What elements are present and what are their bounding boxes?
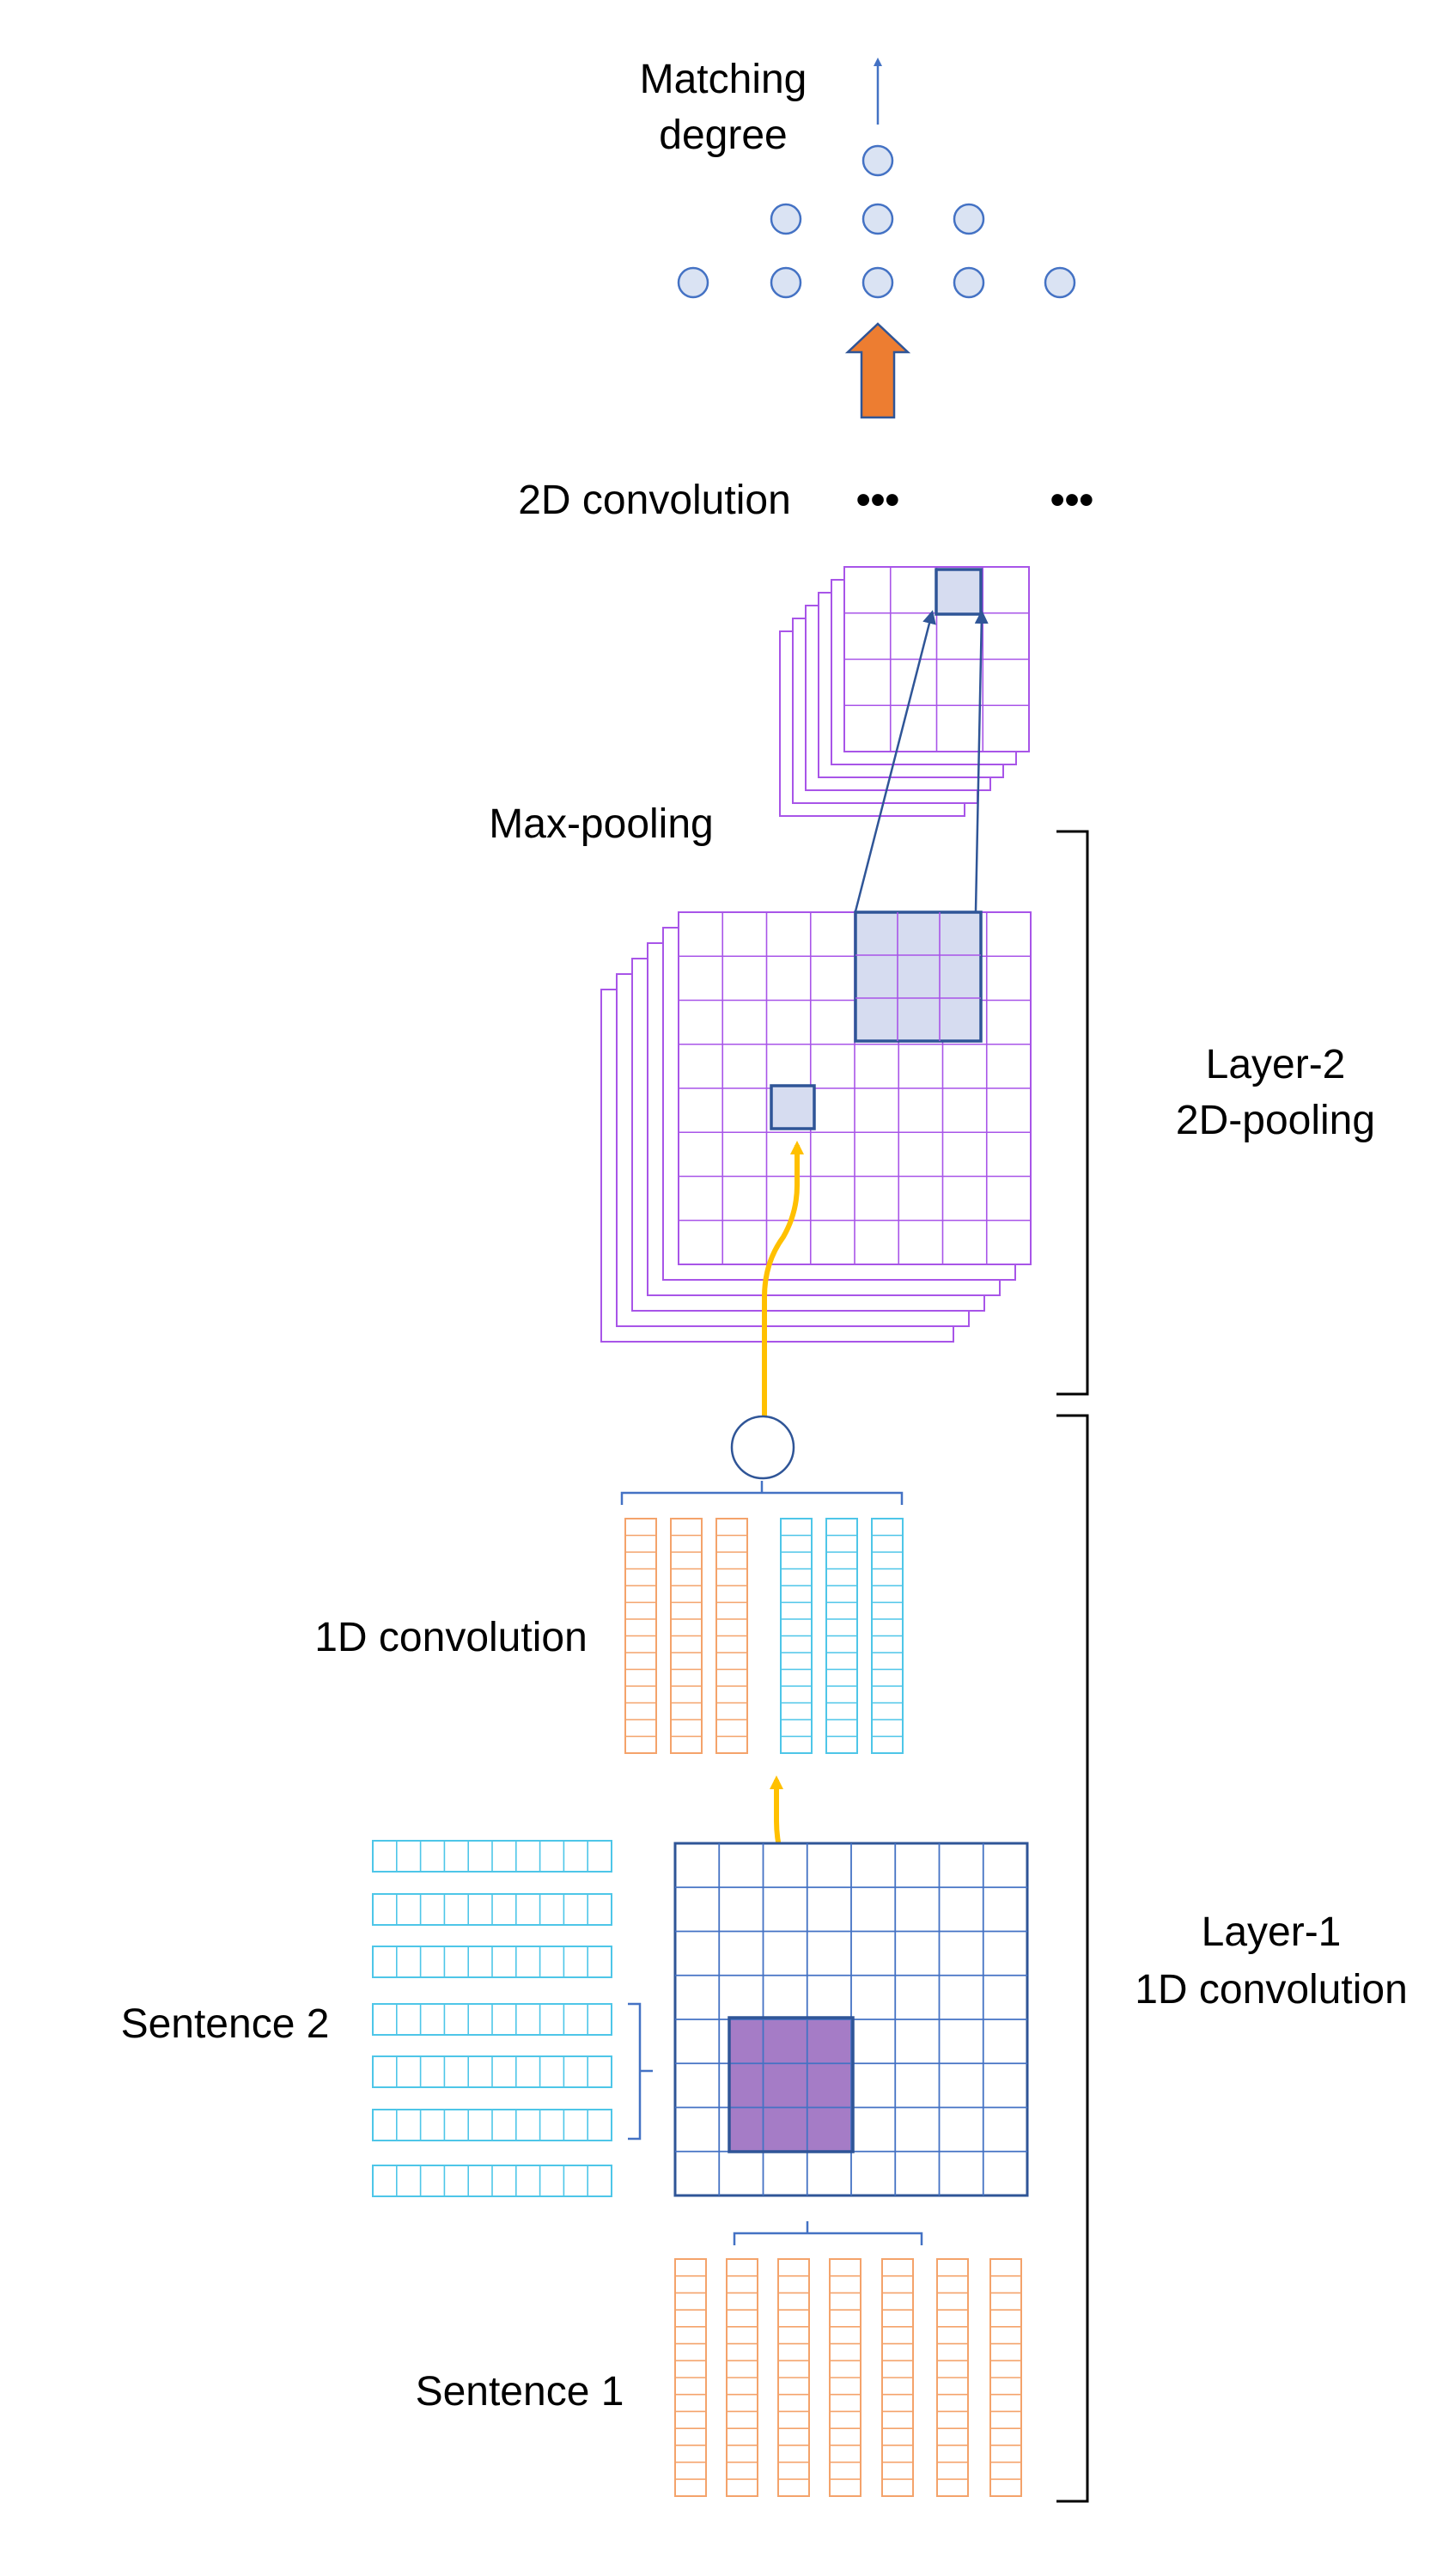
max-pooling-label: Max-pooling [489, 801, 713, 847]
sentence1-word-column [989, 2258, 1022, 2497]
pooling-window-highlight [854, 910, 983, 1043]
conv1d-brace [620, 1481, 904, 1505]
conv1d-cyan-column [780, 1518, 813, 1754]
gold-arrow-layer2 [762, 1141, 804, 1417]
sentence1-word-column [674, 2258, 707, 2497]
matching-degree-label-line2: degree [659, 113, 787, 158]
conv1d-label: 1D convolution [314, 1615, 588, 1660]
sentence2-word-row [372, 1893, 612, 1926]
interaction-matrix [673, 1842, 1029, 2197]
sentence1-word-column [829, 2258, 861, 2497]
output-layer [677, 58, 1076, 419]
output-node [953, 266, 985, 299]
output-node [770, 266, 802, 299]
convolution-feature-maps [600, 910, 1032, 1343]
sentence2-word-row [372, 1840, 612, 1873]
output-node [861, 144, 894, 177]
conv1d-orange-column [624, 1518, 657, 1754]
pooled-cell-highlight [935, 568, 983, 616]
sentence2-brace [628, 2002, 653, 2141]
conv-window-fill [729, 2018, 853, 2152]
sentence2-word-row [372, 2003, 612, 2036]
output-node [770, 203, 802, 235]
sentence1-word-column [936, 2258, 969, 2497]
layer2-bracket [1056, 830, 1089, 1396]
output-node [861, 266, 894, 299]
sentence1-word-column [881, 2258, 914, 2497]
sentence2-word-row [372, 1946, 612, 1978]
sentence2-word-row [372, 2109, 612, 2141]
conv-window-border [728, 2016, 855, 2153]
sentence2-word-vectors [372, 1840, 612, 2197]
conv1d-orange-column [670, 1518, 703, 1754]
conv1d-output-columns [624, 1518, 904, 1754]
pooling-arrow-right [974, 610, 989, 912]
pooling-arrow-left [854, 610, 936, 912]
ellipsis-2: ••• [1050, 478, 1093, 523]
output-node [953, 203, 985, 235]
combination-node [730, 1415, 795, 1480]
output-node [1044, 266, 1076, 299]
sentence2-word-row [372, 2055, 612, 2088]
layer2-label-line1: Layer-2 [1206, 1042, 1346, 1087]
conv1d-cyan-column [825, 1518, 858, 1754]
conv2d-label: 2D convolution [518, 478, 791, 523]
conv-cell-highlight [770, 1084, 816, 1130]
sentence1-label: Sentence 1 [416, 2369, 624, 2415]
sentence1-word-column [777, 2258, 810, 2497]
layer1-label-line2: 1D convolution [1135, 1967, 1408, 2013]
matching-degree-label-line1: Matching [640, 57, 807, 102]
orange-up-arrow [844, 322, 911, 419]
pooled-feature-maps [779, 566, 1030, 817]
output-node [677, 266, 709, 299]
layer1-label-line1: Layer-1 [1202, 1909, 1342, 1955]
conv1d-cyan-column [871, 1518, 904, 1754]
layer2-label-line2: 2D-pooling [1176, 1098, 1375, 1143]
ellipsis-1: ••• [856, 478, 899, 523]
sentence1-word-vectors [674, 2258, 1022, 2497]
sentence1-word-column [726, 2258, 758, 2497]
layer1-bracket [1056, 1414, 1089, 2503]
sentence2-label: Sentence 2 [121, 2001, 330, 2047]
sentence1-brace [733, 2221, 923, 2245]
conv1d-orange-column [715, 1518, 748, 1754]
output-nodes [677, 144, 1076, 299]
output-node [861, 203, 894, 235]
sentence2-word-row [372, 2165, 612, 2197]
